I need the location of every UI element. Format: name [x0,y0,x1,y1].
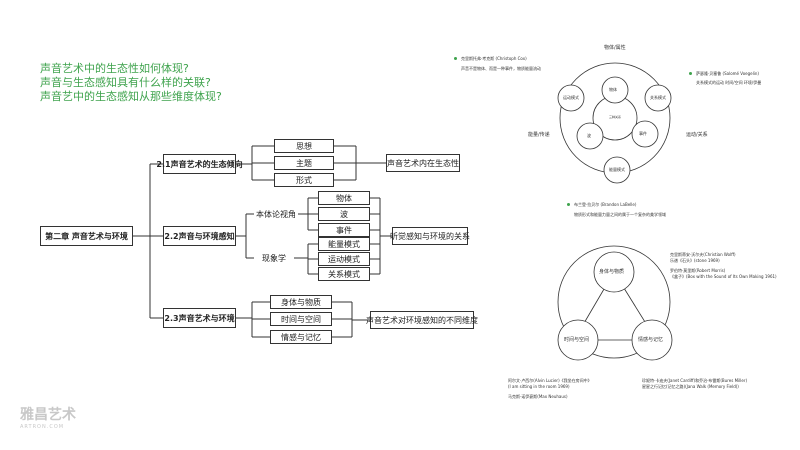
center-label: 三种关系 [609,115,622,119]
diagram-top-title: 物体/属性 [604,45,626,51]
watermark-sub: ARTRON.COM [20,424,65,430]
s23-item-2: 时间与空间 [270,312,332,326]
question-3: 声音艺中的生态感知从那些维度体现? [40,90,222,103]
ref-bl-3: 马克斯·诺伊豪斯(Max Neuhaus) [508,394,568,399]
question-1: 声音艺术中的生态性如何体现? [40,62,189,75]
ref-right-desc: 关系模式的运动 时间/空间 环境/伊曼 [696,80,762,85]
ref-dot-left [454,57,457,60]
diagram-top-right-label: 运动/关系 [686,132,708,138]
ref-bl-2: (I am sitting in the room 1969) [508,384,570,389]
s22-ontology-item-1: 物体 [318,191,370,205]
ref-dot-right [689,72,692,75]
s23-item-1: 身体与物质 [270,295,332,309]
node-wave: 波 [587,133,591,138]
node-event: 事件 [639,131,647,136]
node-energy-mode: 能量模式 [609,167,625,172]
ref-dot-bottom [567,203,570,206]
section-2-2: 2.2声音与环境感知 [163,226,236,246]
watermark: 雅昌艺术 ARTRON.COM [20,404,76,430]
node-emotion-memory: 情感与记忆 [638,337,664,343]
s21-result: 声音艺术内在生态性 [386,154,460,172]
node-motion-mode: 运动模式 [563,95,579,100]
node-object: 物体 [609,87,617,92]
ref-left-name: 克里斯托弗·考克斯 (Christoph Cox) [461,56,527,61]
ref-br-3: 罗伯特·莫里斯(Robert Morris) [670,268,726,273]
ref-bb-1: 珍妮特·卡迪夫(Janet Cardiff)和乔治·布雷斯(Bures Mill… [642,378,748,383]
diagram-top-left-label: 能量/传递 [528,132,550,138]
ref-left-desc: 声音不是物体、而是一种事件，物质能量流动 [461,66,541,71]
ref-bottom-name: 布兰登·拉贝尔 (Brandon LaBelle) [574,202,637,207]
node-relation-mode: 关系模式 [650,95,666,100]
section-2-1: 2.1声音艺术的生态倾向 [156,154,243,174]
question-2: 声音与生态感知具有什么样的关联? [40,76,211,89]
watermark-main: 雅昌艺术 [20,407,76,423]
s21-item-2: 主题 [274,156,334,170]
s22-ontology-label: 本体论视角 [254,209,298,220]
ref-br-4: 《盒子》(Box with the Sound of Its Own Makin… [670,274,777,279]
ref-bb-2: 星星之行记忆(记忆之路)(Jana Walk (Memory Field)) [642,384,739,389]
node-time-space: 时间与空间 [564,337,590,343]
section-2-3: 2.3声音艺术与环境 [163,308,236,328]
s21-item-3: 形式 [274,173,334,187]
s22-phenomenology-item-1: 能量模式 [318,237,370,251]
s23-item-3: 情感与记忆 [270,330,332,344]
s22-result: 听觉感知与环境的关系 [390,227,470,245]
ref-bl-1: 阿尔文·卢西尔(Alvin Lucier)《我坐在房间中》 [508,378,592,383]
s22-ontology-item-3: 事件 [318,223,370,237]
tree-root: 第二章 声音艺术与环境 [40,226,133,246]
node-body-matter: 身体与物质 [599,269,625,275]
s22-phenomenology-item-2: 运动模式 [318,252,370,266]
s23-result: 声音艺术对环境感知的不同维度 [366,311,478,329]
ref-br-1: 克里斯蒂安·沃尔夫(Christian Wolff) [670,252,736,257]
s22-ontology-item-2: 波 [318,207,370,221]
ref-br-2: 乐谱《石头》(stone 1969) [670,258,720,263]
s22-phenomenology-label: 现象学 [260,253,288,264]
ref-right-name: 萨瑟隆·贝塞鲁 (Salomé Voegelin) [696,71,759,76]
s22-phenomenology-item-3: 关系模式 [318,267,370,281]
s21-item-1: 思想 [274,139,334,153]
ref-bottom-desc: 物质形式和能量力量之间的属于一个复杂的美学领域 [574,212,666,217]
